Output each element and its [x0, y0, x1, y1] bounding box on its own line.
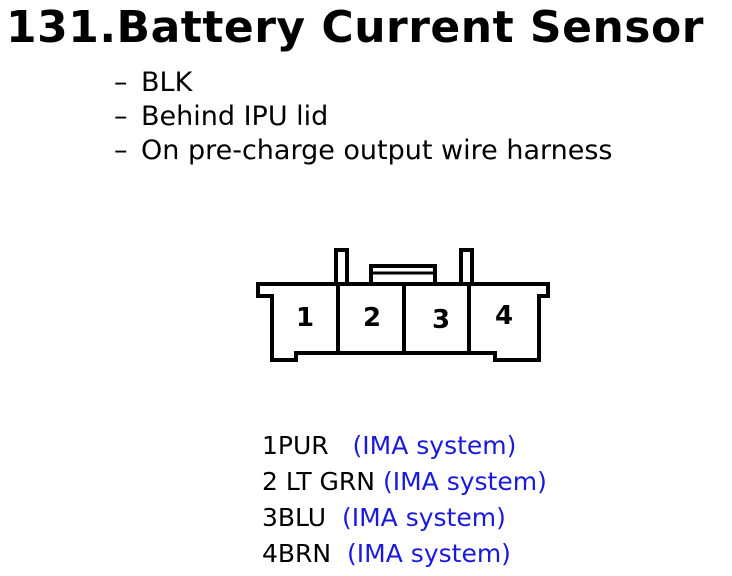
pin-number: 4 [495, 301, 513, 331]
connector-diagram: 1 2 3 4 [256, 248, 550, 362]
page-title: 131.Battery Current Sensor [6, 2, 704, 53]
left-latch [334, 248, 349, 284]
pin-wire: 2 LT GRN [262, 467, 376, 496]
pin-system: (IMA system) [347, 539, 511, 568]
pin-system: (IMA system) [341, 503, 506, 532]
note-harness: –On pre-charge output wire harness [114, 135, 613, 166]
connector-notes: –BLK –Behind IPU lid –On pre-charge outp… [114, 66, 612, 168]
pin-number: 2 [363, 303, 381, 333]
pin-wire: 3BLU [262, 503, 327, 532]
note-color: –BLK [114, 67, 193, 98]
pin-number: 3 [432, 305, 450, 335]
pin-legend: 1PUR (IMA system) 2 LT GRN (IMA system) … [262, 428, 547, 572]
pin-system: (IMA system) [382, 467, 547, 496]
pin-number: 1 [296, 303, 314, 333]
pin-row: 2 LT GRN (IMA system) [262, 464, 547, 500]
pin-row: 1PUR (IMA system) [262, 428, 547, 464]
pin-wire: 4BRN [262, 539, 332, 568]
pin-wire: 1PUR [262, 431, 329, 460]
connector-housing [256, 282, 550, 362]
pin-row: 4BRN (IMA system) [262, 536, 547, 572]
bullet-dash: – [114, 135, 128, 166]
pin-system: (IMA system) [352, 431, 517, 460]
note-location: –Behind IPU lid [114, 101, 329, 132]
bullet-dash: – [114, 67, 128, 98]
right-latch [459, 248, 474, 284]
pin-row: 3BLU (IMA system) [262, 500, 547, 536]
center-key [369, 264, 437, 284]
bullet-dash: – [114, 101, 128, 132]
